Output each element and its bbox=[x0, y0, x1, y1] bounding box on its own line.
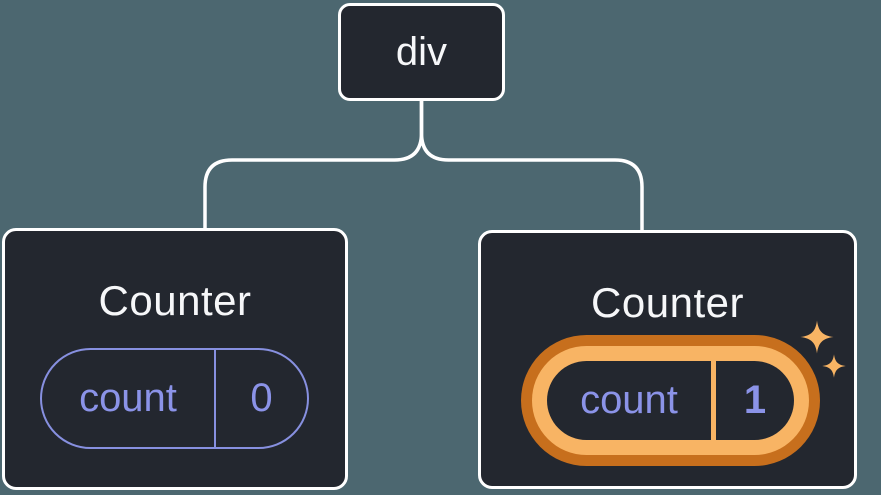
state-pill-right: count 1 bbox=[532, 346, 809, 455]
connector-root-to-left-counter bbox=[203, 100, 424, 229]
state-key-cell: count bbox=[42, 350, 216, 447]
state-value-label: 1 bbox=[743, 378, 767, 422]
state-key-label: count bbox=[79, 376, 177, 420]
connector-root-to-right-counter bbox=[419, 100, 644, 232]
counter-node-left: Counter count 0 bbox=[2, 228, 348, 490]
state-value-cell: 0 bbox=[216, 350, 307, 447]
state-value-cell: 1 bbox=[716, 361, 794, 440]
state-key-label: count bbox=[580, 378, 678, 422]
state-pill-highlight-ring: count 1 bbox=[521, 335, 820, 466]
root-node-div: div bbox=[338, 3, 505, 101]
state-value-label: 0 bbox=[250, 376, 273, 420]
state-pill-left: count 0 bbox=[40, 348, 309, 449]
counter-node-right: Counter count 1 bbox=[478, 230, 857, 489]
counter-title: Counter bbox=[591, 279, 744, 326]
counter-title: Counter bbox=[98, 277, 252, 324]
state-key-cell: count bbox=[547, 361, 711, 440]
root-node-label: div bbox=[395, 29, 448, 74]
